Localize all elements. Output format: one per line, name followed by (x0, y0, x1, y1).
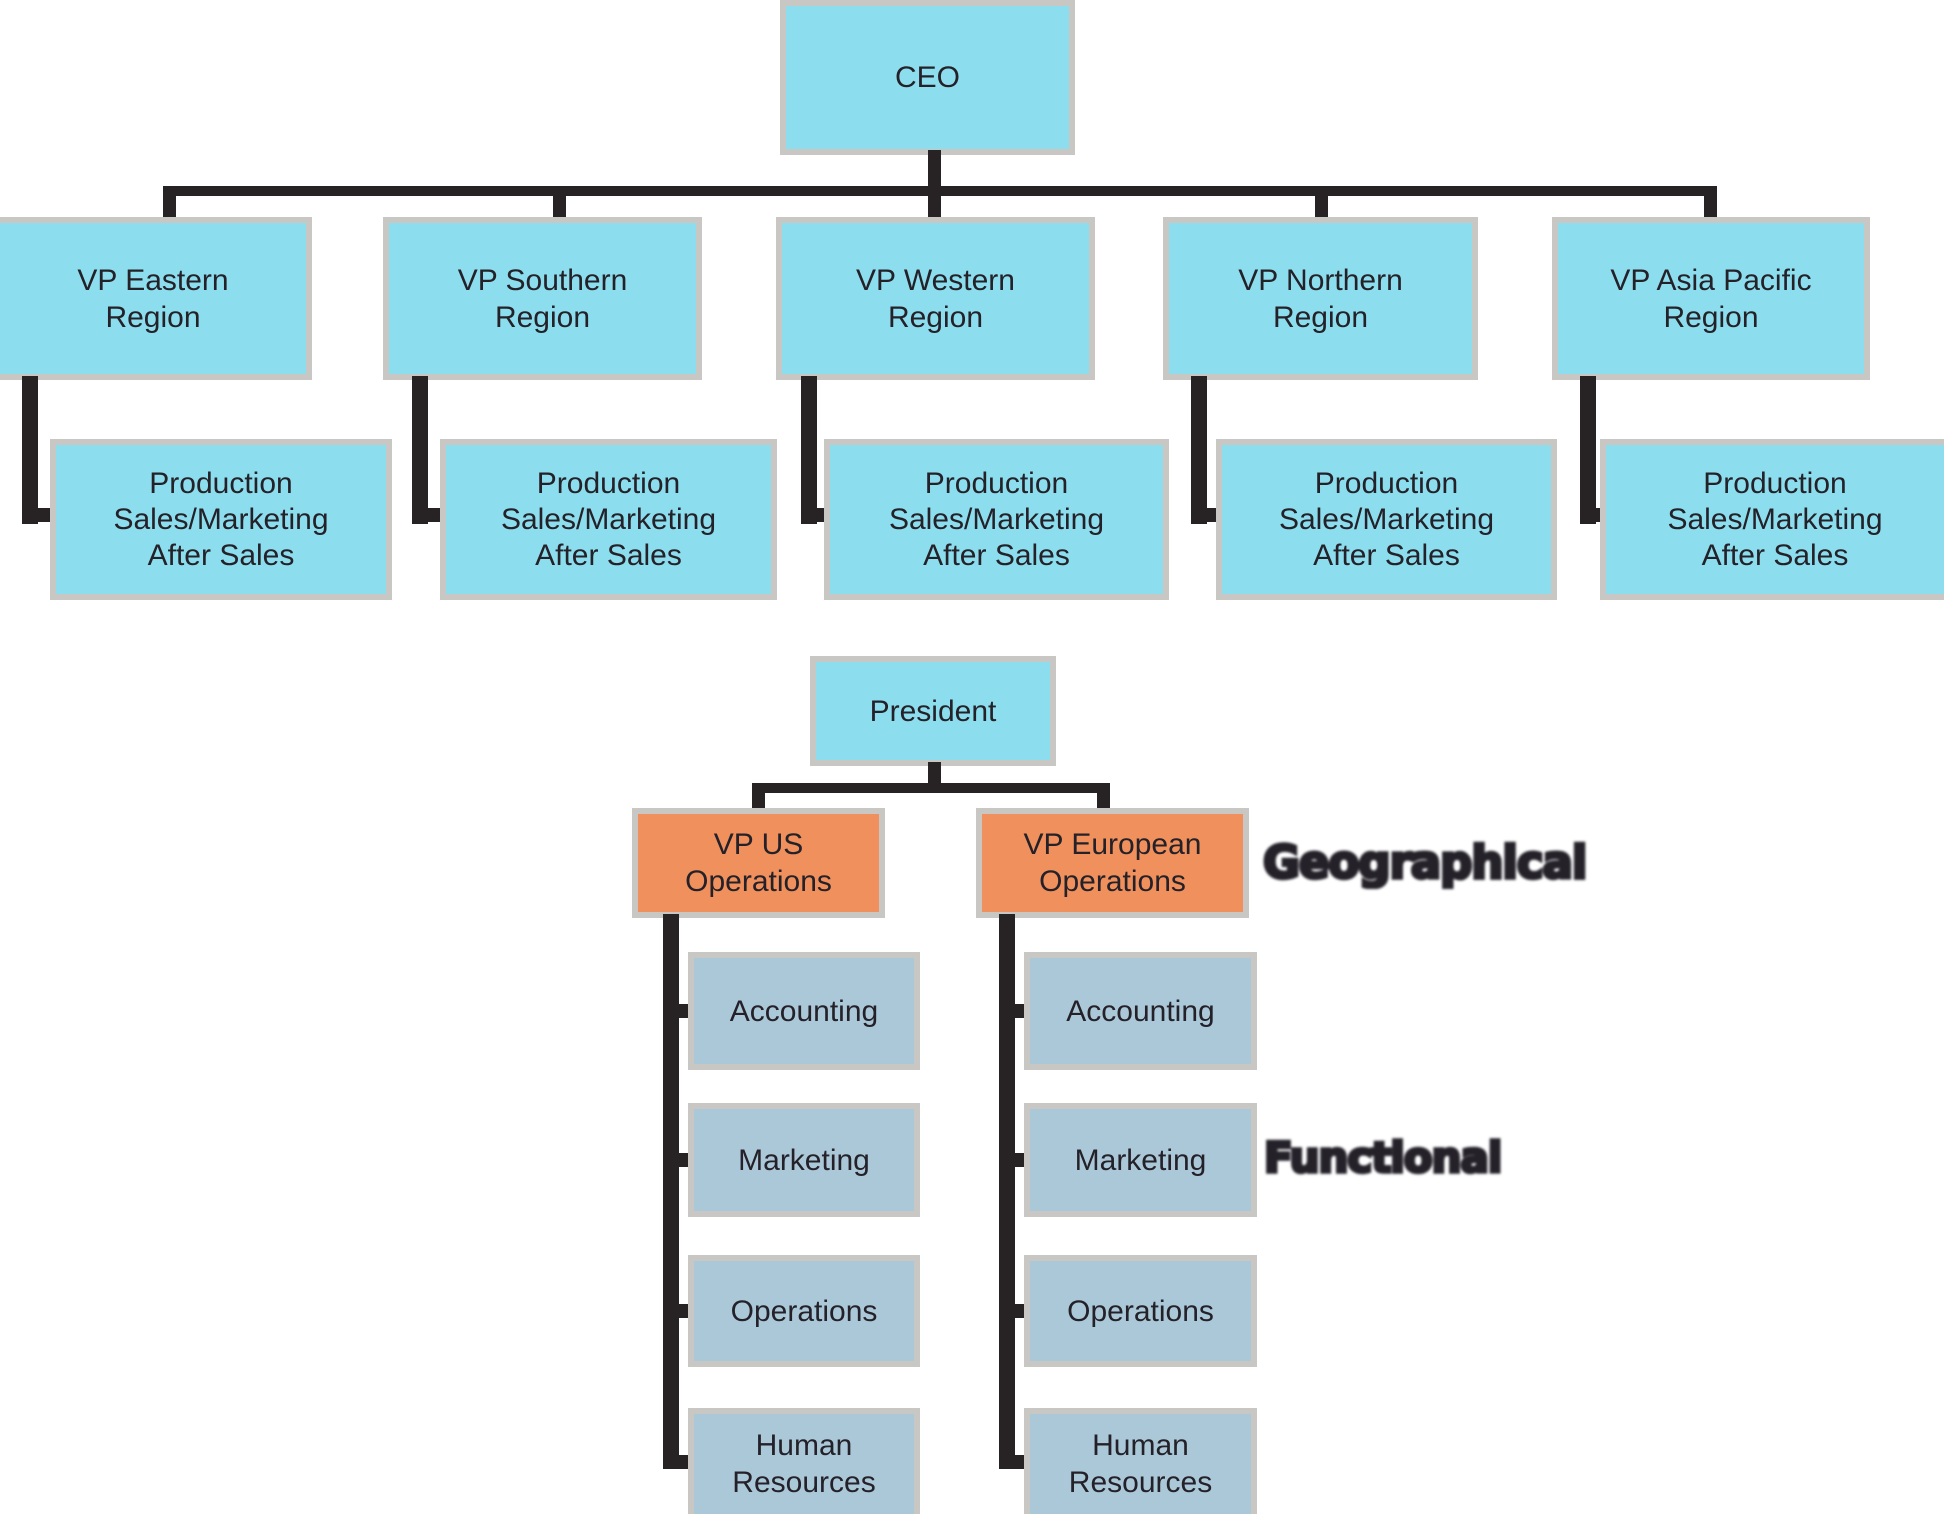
connector-drop-asia (1704, 186, 1717, 218)
geographical-annotation: Geographical (1261, 836, 1589, 890)
eu-marketing-label: Marketing (1074, 1143, 1207, 1177)
connector-stub-us-accounting (677, 1004, 691, 1018)
president-box: President (810, 656, 1056, 766)
vp-northern-region-label-line-2: Region (1272, 300, 1369, 334)
us-operations-label: Operations (730, 1294, 878, 1328)
connector-stub-eu-marketing (1013, 1153, 1027, 1167)
vp-european-operations-label-line-2: Operations (1039, 865, 1186, 898)
functions-eastern-line-1: Production (149, 466, 293, 500)
eu-accounting-label: Accounting (1066, 994, 1215, 1028)
vp-asia-pacific-region-label-line-2: Region (1663, 300, 1759, 334)
connector-ceo-drop (928, 150, 941, 218)
us-human-resources-label-line-2: Resources (732, 1466, 876, 1499)
vp-eastern-region-label-line-2: Region (105, 300, 201, 334)
functions-northern-line-2: Sales/Marketing (1278, 502, 1495, 536)
functions-southern-box: Production Sales/Marketing After Sales (440, 439, 777, 600)
eu-human-resources-label-line-2: Resources (1068, 1466, 1213, 1499)
us-operations-box: Operations (688, 1255, 920, 1367)
connector-stub-eu-operations (1013, 1304, 1027, 1318)
functions-northern-line-1: Production (1314, 466, 1459, 500)
vp-asia-pacific-region-box: VP Asia Pacific Region (1552, 217, 1870, 380)
ceo-box: CEO (780, 0, 1075, 155)
connector-stub-us-operations (677, 1304, 691, 1318)
connector-drop-southern (553, 186, 566, 218)
eu-marketing-box: Marketing (1024, 1103, 1257, 1217)
vp-asia-pacific-region-label-line-1: VP Asia Pacific (1610, 263, 1812, 297)
vp-western-region-box: VP Western Region (776, 217, 1095, 380)
president-label: President (869, 694, 997, 728)
functions-southern-line-3: After Sales (535, 538, 682, 572)
functions-southern-line-1: Production (536, 466, 681, 500)
eu-operations-box: Operations (1024, 1255, 1257, 1367)
connector-bottom-rail (752, 783, 1110, 793)
eu-accounting-box: Accounting (1024, 952, 1257, 1070)
functions-western-box: Production Sales/Marketing After Sales (824, 439, 1169, 600)
functions-eastern-line-3: After Sales (147, 538, 295, 572)
eu-operations-label: Operations (1067, 1294, 1214, 1328)
connector-president-stub (928, 762, 941, 788)
functions-asia-box: Production Sales/Marketing After Sales (1600, 439, 1944, 600)
vp-southern-region-box: VP Southern Region (383, 217, 702, 380)
functions-western-line-3: After Sales (923, 538, 1070, 572)
eu-human-resources-label-line-1: Human (1092, 1429, 1189, 1462)
vp-us-operations-label-line-2: Operations (685, 865, 832, 898)
eu-human-resources-box: Human Resources (1024, 1408, 1257, 1514)
us-accounting-box: Accounting (688, 952, 920, 1070)
functions-western-line-2: Sales/Marketing (888, 502, 1105, 536)
us-marketing-box: Marketing (688, 1103, 920, 1217)
vp-us-operations-box: VP US Operations (632, 808, 885, 918)
connector-trunk-southern (412, 376, 428, 524)
vp-northern-region-box: VP Northern Region (1163, 217, 1478, 380)
vp-european-operations-box: VP European Operations (976, 808, 1249, 918)
functions-eastern-box: Production Sales/Marketing After Sales (50, 439, 392, 600)
connector-trunk-northern (1191, 376, 1207, 524)
connector-trunk-western (801, 376, 817, 524)
vp-southern-region-label-line-2: Region (494, 300, 591, 334)
connector-trunk-eastern (22, 376, 38, 524)
connector-top-rail (163, 186, 1717, 196)
vp-eastern-region-box: VP Eastern Region (0, 217, 312, 380)
connector-trunk-european (999, 914, 1015, 1469)
connector-trunk-us (663, 914, 679, 1469)
functions-southern-line-2: Sales/Marketing (500, 502, 717, 536)
vp-northern-region-label-line-1: VP Northern (1238, 263, 1403, 297)
connector-drop-european (1097, 783, 1110, 813)
connector-drop-northern (1315, 186, 1328, 218)
us-human-resources-box: Human Resources (688, 1408, 920, 1514)
functions-northern-box: Production Sales/Marketing After Sales (1216, 439, 1557, 600)
us-accounting-label: Accounting (729, 994, 879, 1028)
vp-eastern-region-label-line-1: VP Eastern (77, 263, 229, 297)
ceo-label: CEO (894, 61, 960, 94)
connector-stub-us-marketing (677, 1153, 691, 1167)
vp-european-operations-label-line-1: VP European (1023, 828, 1202, 861)
vp-us-operations-label-line-1: VP US (713, 828, 804, 861)
vp-western-region-label-line-1: VP Western (856, 263, 1015, 297)
functions-asia-line-2: Sales/Marketing (1667, 502, 1883, 536)
connector-stub-eu-accounting (1013, 1004, 1027, 1018)
us-human-resources-label-line-1: Human (755, 1429, 853, 1462)
functions-asia-line-1: Production (1703, 466, 1847, 500)
functions-eastern-line-2: Sales/Marketing (113, 502, 329, 536)
us-marketing-label: Marketing (738, 1143, 870, 1177)
connector-drop-eastern (163, 186, 176, 218)
vp-western-region-label-line-2: Region (887, 300, 984, 334)
functional-annotation: Functional (1262, 1133, 1504, 1183)
connector-stub-us-hr (677, 1455, 691, 1469)
connector-drop-us (752, 783, 765, 813)
connector-stub-eastern (36, 508, 54, 522)
connector-stub-southern (426, 508, 444, 522)
vp-southern-region-label-line-1: VP Southern (457, 263, 628, 297)
functions-western-line-1: Production (924, 466, 1069, 500)
functions-northern-line-3: After Sales (1313, 538, 1460, 572)
connector-stub-eu-hr (1013, 1455, 1027, 1469)
connector-trunk-asia (1580, 376, 1596, 524)
functions-asia-line-3: After Sales (1701, 538, 1849, 572)
